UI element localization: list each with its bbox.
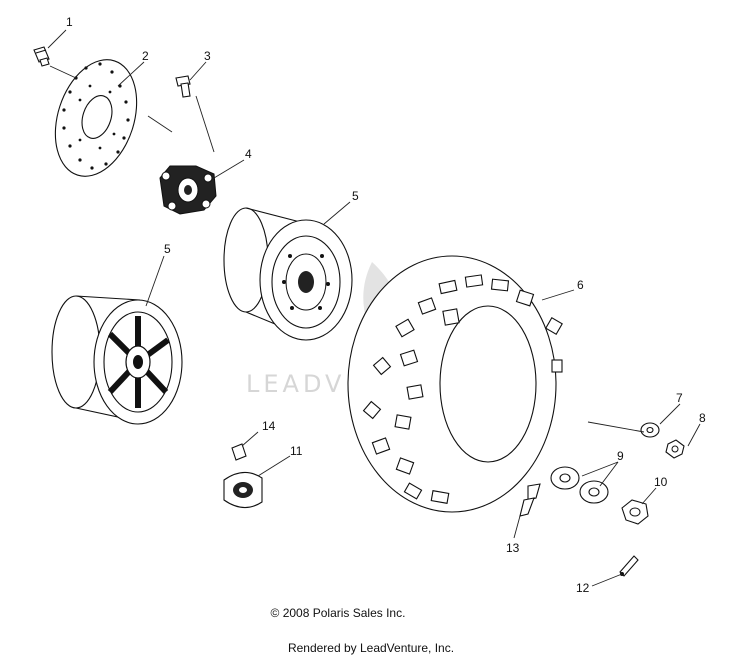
rendered-by-caption: Rendered by LeadVenture, Inc. [287, 641, 455, 655]
part-bolt-1[interactable] [33, 46, 50, 67]
part-washer-9[interactable] [550, 466, 609, 504]
callout-2: 2 [142, 49, 149, 63]
part-wheel-5-lower[interactable] [51, 295, 183, 425]
callout-1: 1 [66, 15, 73, 29]
callout-5-upper: 5 [352, 189, 359, 203]
part-washer-7[interactable] [640, 422, 660, 438]
part-cotter-pin-12[interactable] [619, 555, 639, 577]
copyright-caption: © 2008 Polaris Sales Inc. [270, 606, 406, 620]
callout-3: 3 [204, 49, 211, 63]
callout-11: 11 [290, 444, 303, 458]
part-tire-6[interactable] [347, 255, 563, 513]
part-hub-4[interactable] [159, 165, 217, 215]
part-wheel-5-upper[interactable] [223, 207, 353, 341]
part-bearing-11[interactable] [223, 471, 263, 509]
part-spacer-14[interactable] [231, 443, 247, 461]
callout-7: 7 [676, 391, 683, 405]
callout-numbers: 1 2 3 4 5 5 6 7 8 9 10 11 12 13 14 [66, 15, 706, 595]
part-valve-stem-13[interactable] [519, 483, 541, 517]
callout-9: 9 [617, 449, 624, 463]
callout-6: 6 [577, 278, 584, 292]
callout-5-lower: 5 [164, 242, 171, 256]
callout-13: 13 [506, 541, 520, 555]
leader-lines [47, 29, 701, 587]
part-nut-10[interactable] [621, 499, 649, 525]
callout-10: 10 [654, 475, 668, 489]
part-nut-8[interactable] [665, 439, 685, 459]
callout-14: 14 [262, 419, 276, 433]
callout-4: 4 [245, 147, 252, 161]
callout-12: 12 [576, 581, 590, 595]
part-stud-3[interactable] [175, 75, 191, 98]
callout-8: 8 [699, 411, 706, 425]
